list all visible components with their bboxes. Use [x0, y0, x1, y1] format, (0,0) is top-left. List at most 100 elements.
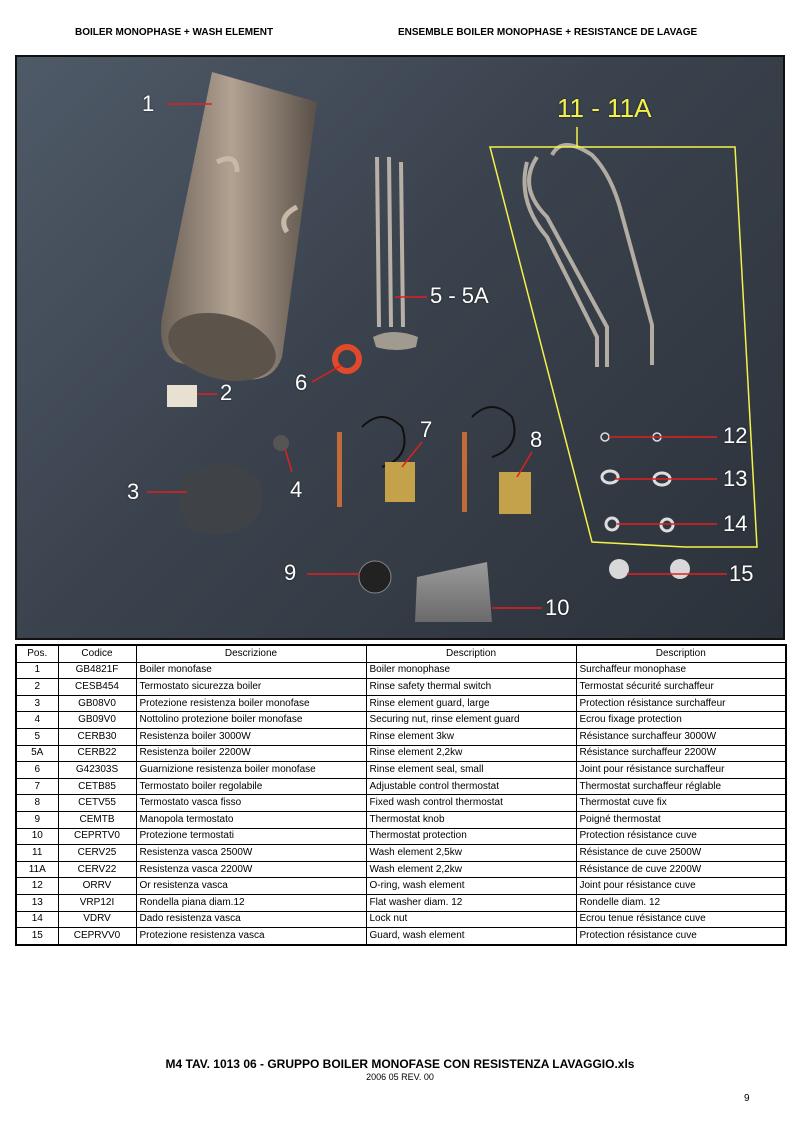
cell-description-fr: Protection résistance cuve	[575, 827, 787, 846]
cell-description-fr: Ecrou tenue résistance cuve	[575, 910, 787, 929]
guard-shape	[178, 464, 263, 535]
cell-codice: VDRV	[57, 910, 137, 929]
cell-description-fr: Protection résistance cuve	[575, 927, 787, 946]
cell-descrizione: Resistenza vasca 2500W	[135, 844, 367, 862]
thermostat-7-shape	[337, 416, 415, 507]
cell-codice: CEMTB	[57, 810, 137, 829]
callout-13: 13	[723, 466, 748, 491]
header-codice: Codice	[57, 644, 137, 663]
cell-codice: ORRV	[57, 877, 137, 895]
cell-codice: GB4821F	[57, 661, 137, 680]
cell-descrizione: Resistenza boiler 3000W	[135, 727, 367, 746]
header-right: ENSEMBLE BOILER MONOPHASE + RESISTANCE D…	[398, 27, 698, 38]
footer-revision: 2006 05 REV. 00	[366, 1072, 434, 1082]
cell-pos: 8	[15, 794, 59, 812]
callout-10: 10	[545, 595, 570, 620]
parts-illustration	[147, 72, 758, 622]
callout-5-5a: 5 - 5A	[430, 283, 489, 308]
cell-codice: CERB30	[57, 727, 137, 746]
cell-pos: 6	[15, 761, 59, 779]
cell-codice: CERB22	[57, 744, 137, 763]
cell-description-fr: Résistance surchaffeur 2200W	[575, 744, 787, 763]
cell-description-fr: Ecrou fixage protection	[575, 711, 787, 729]
guard-cap-right-shape	[670, 559, 690, 579]
cell-codice: CESB454	[57, 678, 137, 696]
guard-cap-left-shape	[609, 559, 629, 579]
cell-pos: 13	[15, 893, 59, 912]
safety-switch-shape	[167, 385, 197, 407]
callout-14: 14	[723, 511, 748, 536]
cell-description-en: Rinse safety thermal switch	[365, 678, 577, 696]
cell-description-en: Lock nut	[365, 910, 577, 929]
cell-pos: 9	[15, 810, 59, 829]
seal-ring-shape	[332, 344, 362, 374]
cell-description-en: Rinse element 2,2kw	[365, 744, 577, 763]
cell-description-en: Rinse element 3kw	[365, 727, 577, 746]
cell-description-fr: Poigné thermostat	[575, 810, 787, 829]
cell-descrizione: Nottolino protezione boiler monofase	[135, 711, 367, 729]
cell-description-en: O-ring, wash element	[365, 877, 577, 895]
boiler-cylinder-shape	[161, 72, 317, 382]
callout-1: 1	[142, 91, 155, 116]
page-number: 9	[744, 1093, 750, 1104]
cell-descrizione: Manopola termostato	[135, 810, 367, 829]
thermostat-8-shape	[462, 406, 531, 514]
cell-descrizione: Termostato boiler regolabile	[135, 777, 367, 796]
cell-description-fr: Joint pour résistance cuve	[575, 877, 787, 895]
cell-description-en: Flat washer diam. 12	[365, 893, 577, 912]
cell-description-fr: Thermostat cuve fix	[575, 794, 787, 812]
callout-7: 7	[420, 417, 433, 442]
wash-element-outline	[489, 146, 758, 548]
cell-description-fr: Thermostat surchaffeur réglable	[575, 777, 787, 796]
cell-descrizione: Rondella piana diam.12	[135, 893, 367, 912]
cell-pos: 11	[15, 844, 59, 862]
cell-codice: CETV55	[57, 794, 137, 812]
cell-description-fr: Rondelle diam. 12	[575, 893, 787, 912]
cell-codice: GB09V0	[57, 711, 137, 729]
footer-title: M4 TAV. 1013 06 - GRUPPO BOILER MONOFASE…	[165, 1057, 635, 1071]
knob-shape	[358, 560, 392, 594]
callout-leader-lines	[147, 103, 727, 609]
cell-codice: G42303S	[57, 761, 137, 779]
cell-codice: CEPRVV0	[57, 927, 137, 946]
cell-pos: 5	[15, 727, 59, 746]
cell-description-en: Boiler monophase	[365, 661, 577, 680]
cell-description-fr: Résistance surchaffeur 3000W	[575, 727, 787, 746]
callout-12: 12	[723, 423, 748, 448]
cell-codice: VRP12I	[57, 893, 137, 912]
wash-element-shape	[522, 143, 654, 367]
callout-8: 8	[530, 427, 543, 452]
header-description-fr: Description	[575, 644, 787, 663]
cell-description-en: Fixed wash control thermostat	[365, 794, 577, 812]
cell-descrizione: Protezione termostati	[135, 827, 367, 846]
cell-pos: 10	[15, 827, 59, 846]
header-description-en: Description	[365, 644, 577, 663]
cell-descrizione: Boiler monofase	[135, 661, 367, 680]
cell-descrizione: Protezione resistenza vasca	[135, 927, 367, 946]
cell-description-en: Adjustable control thermostat	[365, 777, 577, 796]
callout-6: 6	[295, 370, 308, 395]
cell-description-en: Rinse element seal, small	[365, 761, 577, 779]
header-left: BOILER MONOPHASE + WASH ELEMENT	[75, 27, 274, 38]
small-parts-shapes	[600, 432, 675, 533]
callout-11-11a: 11 - 11A	[557, 93, 652, 123]
cell-pos: 5A	[15, 744, 59, 763]
callout-9: 9	[284, 560, 297, 585]
cell-description-fr: Résistance de cuve 2200W	[575, 860, 787, 879]
cell-pos: 1	[15, 661, 59, 680]
thermostat-protection-shape	[415, 562, 492, 622]
